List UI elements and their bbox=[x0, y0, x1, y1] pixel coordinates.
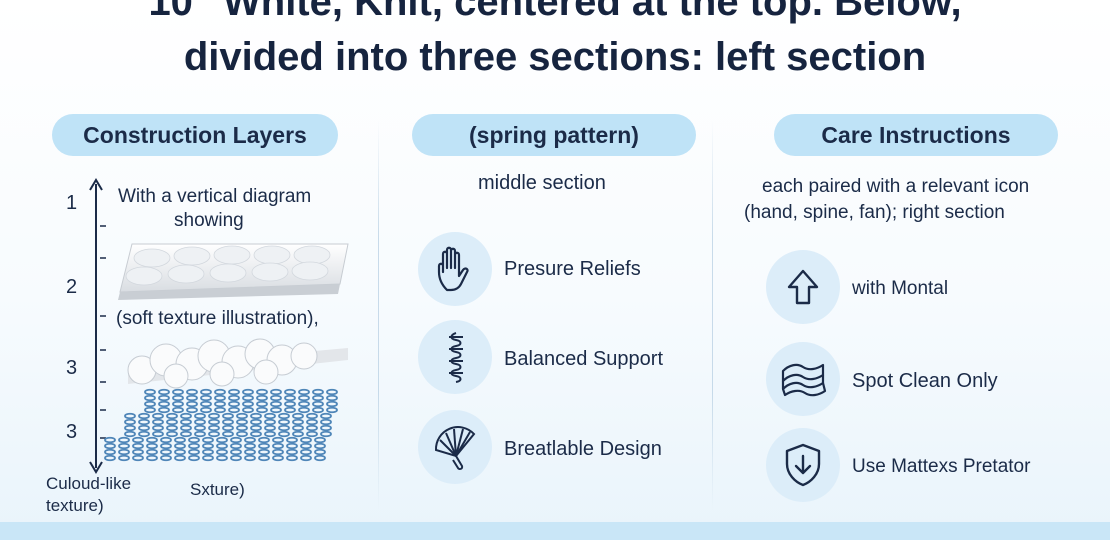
layer-number-2: 2 bbox=[66, 276, 78, 298]
spring-coil bbox=[300, 436, 312, 462]
soft-texture-layer-illustration bbox=[118, 243, 349, 300]
spring-coil bbox=[118, 436, 130, 462]
section-divider-right bbox=[712, 120, 713, 510]
spring-coil bbox=[222, 412, 234, 438]
spring-coil bbox=[194, 412, 206, 438]
page-title-line-1: 10" White, Knit, centered at the top. Be… bbox=[148, 0, 962, 24]
section-divider-left bbox=[378, 120, 379, 510]
spring-coil bbox=[186, 388, 198, 414]
spring-coil bbox=[278, 412, 290, 438]
spring-coil bbox=[326, 388, 338, 414]
vertical-axis-arrow-icon bbox=[89, 178, 106, 474]
spring-coil bbox=[286, 436, 298, 462]
pressure-relief-icon-badge bbox=[418, 232, 492, 306]
care-description-line-1: each paired with a relevant icon bbox=[762, 176, 1030, 197]
diagram-description-line-1: With a vertical diagram bbox=[118, 186, 312, 207]
balanced-support-icon-badge bbox=[418, 320, 492, 394]
layer-number-3a: 3 bbox=[66, 357, 78, 379]
spring-coil bbox=[242, 388, 254, 414]
spring-coil bbox=[152, 412, 164, 438]
spring-coil bbox=[166, 412, 178, 438]
spring-coil bbox=[214, 388, 226, 414]
spring-coil bbox=[146, 436, 158, 462]
spring-coil bbox=[264, 412, 276, 438]
spine-icon bbox=[449, 332, 463, 383]
spring-coil bbox=[236, 412, 248, 438]
spot-clean-label: Spot Clean Only bbox=[852, 370, 998, 392]
spring-coil bbox=[306, 412, 318, 438]
montal-label: with Montal bbox=[852, 278, 949, 299]
spring-coil bbox=[292, 412, 304, 438]
cloud-texture-label-line-1: Culoud-like bbox=[46, 474, 132, 493]
spring-texture-label: Sxture) bbox=[190, 480, 245, 499]
mattress-protector-label: Use Mattexs Pretator bbox=[852, 456, 1031, 477]
spring-coil bbox=[314, 436, 326, 462]
cloud-texture-label-line-2: texture) bbox=[46, 496, 104, 515]
balanced-support-label: Balanced Support bbox=[504, 348, 664, 370]
construction-layers-header: Construction Layers bbox=[52, 114, 338, 156]
spring-pattern-header: (spring pattern) bbox=[412, 114, 696, 156]
care-instructions-header: Care Instructions bbox=[774, 114, 1058, 156]
spring-coil bbox=[104, 436, 116, 462]
spring-coil bbox=[272, 436, 284, 462]
soft-texture-label: (soft texture illustration), bbox=[116, 308, 319, 329]
spring-coil bbox=[124, 412, 136, 438]
spring-coil bbox=[172, 388, 184, 414]
spring-coil bbox=[144, 388, 156, 414]
spring-layer-illustration bbox=[104, 388, 338, 462]
spring-coil bbox=[202, 436, 214, 462]
spring-coil bbox=[138, 412, 150, 438]
spring-coil bbox=[160, 436, 172, 462]
shield-icon bbox=[785, 443, 821, 487]
page-title-line-2: divided into three sections: left sectio… bbox=[183, 35, 927, 79]
cloud-layer-illustration bbox=[127, 338, 348, 389]
spring-coil bbox=[312, 388, 324, 414]
spot-clean-icon-badge bbox=[766, 342, 840, 416]
mattress-protector-icon-badge bbox=[766, 428, 840, 502]
spring-coil bbox=[230, 436, 242, 462]
spring-coil bbox=[256, 388, 268, 414]
montal-icon-badge bbox=[766, 250, 840, 324]
arrow-up-icon bbox=[787, 269, 819, 305]
layer-number-3b: 3 bbox=[66, 421, 78, 443]
spring-coil bbox=[298, 388, 310, 414]
spring-coil bbox=[158, 388, 170, 414]
spring-coil bbox=[228, 388, 240, 414]
care-description-line-2: (hand, spine, fan); right section bbox=[744, 202, 1005, 223]
spring-coil bbox=[188, 436, 200, 462]
spring-coil bbox=[216, 436, 228, 462]
spring-coil bbox=[244, 436, 256, 462]
hand-icon bbox=[437, 246, 469, 292]
breathable-design-label: Breatlable Design bbox=[504, 438, 662, 460]
layer-number-1: 1 bbox=[66, 192, 78, 214]
diagram-description-line-2: showing bbox=[174, 210, 244, 231]
spring-coil bbox=[258, 436, 270, 462]
cloth-icon bbox=[781, 363, 827, 397]
spring-coil bbox=[208, 412, 220, 438]
spring-coil bbox=[132, 436, 144, 462]
spring-coil bbox=[250, 412, 262, 438]
spring-coil bbox=[284, 388, 296, 414]
spring-coil bbox=[270, 388, 282, 414]
spring-coil bbox=[200, 388, 212, 414]
spring-coil bbox=[174, 436, 186, 462]
breathable-design-icon-badge bbox=[418, 410, 492, 484]
middle-section-subtitle: middle section bbox=[478, 172, 606, 194]
spring-coil bbox=[320, 412, 332, 438]
spring-coil bbox=[180, 412, 192, 438]
fan-icon bbox=[434, 426, 476, 471]
pressure-relief-label: Presure Reliefs bbox=[504, 258, 641, 280]
bottom-band bbox=[0, 522, 1110, 540]
